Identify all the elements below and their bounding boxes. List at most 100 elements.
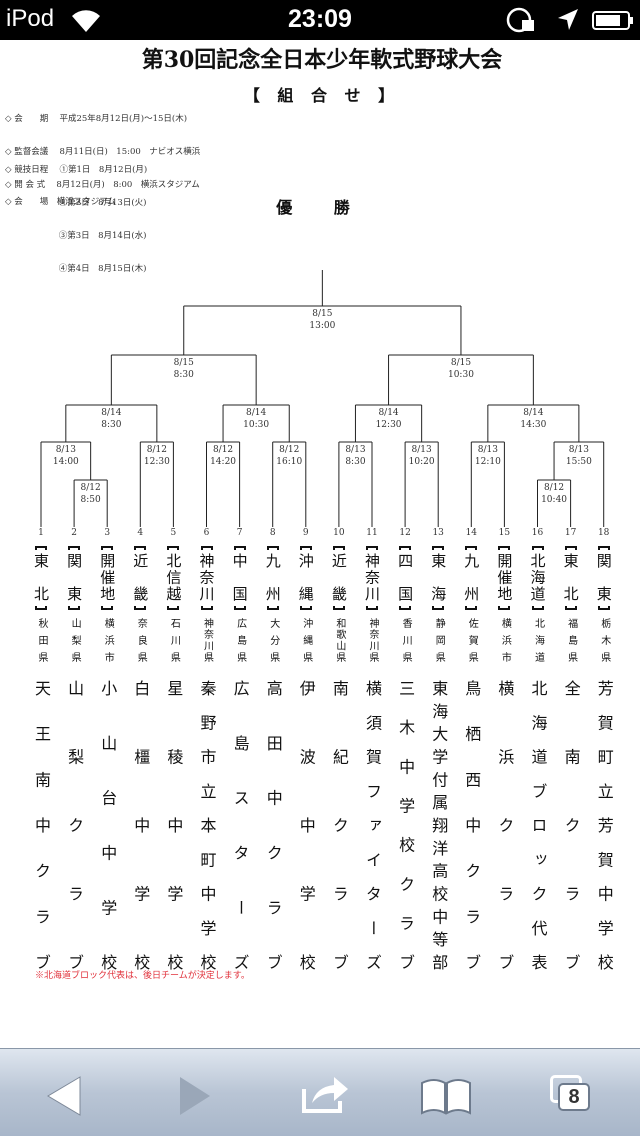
team-name: 北海道ブロック代表: [528, 680, 548, 989]
share-icon[interactable]: [292, 1069, 352, 1119]
match-time: 14:00: [53, 457, 79, 467]
team-name: 天王南中クラブ: [32, 680, 51, 1000]
region-bracket: [167, 606, 180, 610]
team-prefecture: 福島県: [565, 618, 577, 669]
team-name: 南紀クラブ: [329, 680, 349, 1023]
team-number: 5: [170, 528, 177, 538]
region-bracket: [68, 546, 81, 550]
team-region: 沖縄: [296, 553, 315, 619]
team-region: 九州: [462, 553, 481, 619]
match-date: 8/15: [312, 309, 332, 319]
match-time: 12:30: [144, 457, 170, 467]
match-time: 15:50: [566, 457, 592, 467]
team-name: 高田中クラブ: [263, 680, 283, 1009]
match-date: 8/12: [213, 445, 233, 455]
region-bracket: [134, 606, 147, 610]
match-date: 8/14: [101, 408, 121, 418]
team-region: 九州: [263, 553, 282, 619]
match-time: 16:10: [276, 457, 302, 467]
region-bracket: [498, 606, 511, 610]
team-number: 3: [104, 528, 111, 538]
region-bracket: [134, 546, 147, 550]
team-region: 開催地: [495, 553, 514, 603]
region-bracket: [266, 606, 279, 610]
match-date: 8/14: [523, 408, 543, 418]
match-time: 10:30: [448, 370, 474, 380]
document-view[interactable]: 第30回記念全日本少年軟式野球大会 【 組 合 せ 】 ◇ 会 期 平成25年8…: [0, 40, 640, 1048]
team-prefecture: 神奈川県: [201, 618, 213, 664]
team-prefecture: 香川県: [400, 618, 412, 669]
tabs-button[interactable]: 8: [546, 1069, 606, 1119]
match-date: 8/13: [345, 445, 365, 455]
team-prefecture: 静岡県: [433, 618, 445, 669]
match-time: 8:30: [345, 457, 365, 467]
team-number: 2: [71, 528, 77, 538]
region-bracket: [332, 546, 345, 550]
region-bracket: [465, 606, 478, 610]
team-region: 近畿: [329, 553, 348, 619]
team-name: 東海大学付属翔洋高校中等部: [429, 680, 449, 977]
team-prefecture: 北海道: [532, 618, 544, 669]
team-number: 7: [236, 528, 243, 538]
region-bracket: [531, 606, 544, 610]
match-time: 10:30: [243, 420, 269, 430]
venue-info: ◇ 会 場 横浜スタジアム: [5, 197, 116, 207]
team-region: 北海道: [528, 553, 547, 603]
team-number: 11: [366, 528, 378, 538]
match-time: 12:10: [475, 457, 501, 467]
clock: 23:09: [288, 5, 352, 33]
champion-label: 優 勝: [276, 198, 368, 217]
section-heading: 【 組 合 せ 】: [243, 86, 401, 105]
team-region: 東北: [561, 553, 580, 619]
team-prefecture: 石川県: [168, 618, 180, 669]
team-number: 12: [399, 528, 411, 538]
team-number: 15: [498, 528, 511, 538]
team-prefecture: 大分県: [267, 618, 279, 669]
region-bracket: [266, 546, 279, 550]
team-prefecture: 横浜市: [102, 618, 114, 669]
match-date: 8/14: [378, 408, 398, 418]
battery-icon: [592, 11, 633, 30]
team-name: 横浜クラブ: [495, 680, 515, 1023]
region-bracket: [35, 606, 47, 610]
team-number: 14: [465, 528, 478, 538]
region-bracket: [432, 606, 445, 610]
team-name: 星稜中学校: [164, 680, 184, 1023]
schedule-line: ③第3日 8月14日(水): [5, 231, 147, 241]
match-date: 8/12: [147, 445, 167, 455]
team-name: 秦野市立本町中学校: [197, 680, 217, 989]
region-bracket: [299, 546, 312, 550]
browser-toolbar: 8: [0, 1048, 640, 1136]
region-bracket: [167, 546, 180, 550]
match-time: 8:30: [101, 420, 121, 430]
team-name: 横須賀ファイターズ: [363, 680, 382, 989]
team-name: 広島スターズ: [230, 680, 250, 1009]
team-region: 近畿: [131, 553, 150, 619]
region-bracket: [101, 606, 114, 610]
region-bracket: [531, 546, 544, 550]
team-prefecture: 奈良県: [135, 618, 147, 669]
team-prefecture: 広島県: [234, 618, 246, 669]
wifi-icon: [72, 10, 100, 32]
footnote: ※北海道ブロック代表は、後日チームが決定します。: [35, 971, 250, 981]
team-prefecture: 横浜市: [499, 618, 511, 669]
match-time: 14:20: [210, 457, 236, 467]
match-time: 12:30: [376, 420, 402, 430]
match-date: 8/13: [56, 445, 76, 455]
team-prefecture: 神奈川県: [367, 618, 378, 664]
match-date: 8/12: [544, 483, 564, 493]
bookmarks-icon[interactable]: [416, 1069, 476, 1119]
forward-button[interactable]: [164, 1069, 224, 1119]
region-bracket: [564, 546, 577, 550]
match-time: 10:40: [541, 495, 567, 505]
team-region: 神奈川: [363, 553, 381, 603]
team-region: 関東: [594, 553, 613, 619]
location-icon: [558, 9, 578, 30]
match-time: 13:00: [309, 321, 335, 331]
region-bracket: [366, 546, 378, 550]
region-bracket: [200, 606, 213, 610]
schedule-line: ④第4日 8月15日(木): [5, 264, 147, 274]
match-date: 8/15: [451, 358, 471, 368]
back-button[interactable]: [36, 1069, 96, 1119]
schedule-line: ◇ 競技日程 ①第1日 8月12日(月): [5, 165, 148, 175]
